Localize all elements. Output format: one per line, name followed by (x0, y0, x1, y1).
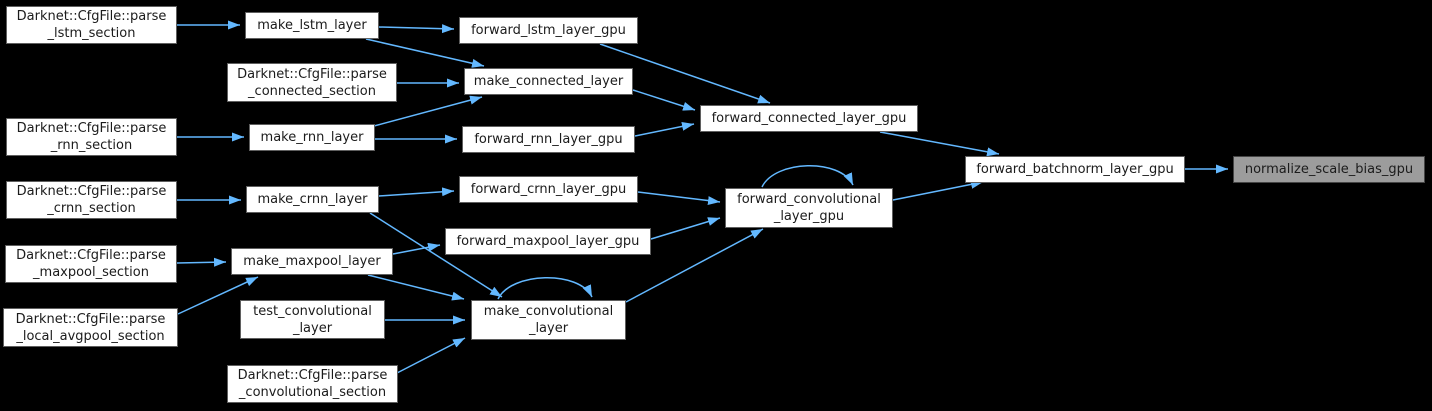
edge-forward_lstm_layer_gpu-to-forward_connected_layer_gpu (599, 43, 771, 104)
node-label-line: Darknet::CfgFile::parse (16, 184, 167, 199)
node-label-line: Darknet::CfgFile::parse (16, 9, 167, 24)
node-label-line: _lstm_section (47, 26, 136, 41)
node-label-line: Darknet::CfgFile::parse (16, 248, 166, 263)
node-make_convolutional_layer[interactable]: make_convolutional _layer (471, 300, 626, 340)
edge-forward_connected_layer_gpu-to-forward_batchnorm_layer_gpu (879, 131, 1000, 157)
node-parse_local_avgpool_section[interactable]: Darknet::CfgFile::parse_local_avgpool_se… (3, 308, 178, 347)
edge-make_convolutional_layer-to-make_convolutional_layer (497, 277, 593, 300)
node-label-line: Darknet::CfgFile::parse (237, 368, 388, 383)
edge-parse_convolutional_section-to-make_convolutional_layer (396, 337, 466, 374)
node-label-line: _rnn_section (50, 138, 133, 153)
node-label-line: normalize_scale_bias_gpu (1244, 162, 1414, 177)
node-test_convolutional_layer[interactable]: test_convolutional_layer (240, 300, 385, 339)
node-parse_rnn_section[interactable]: Darknet::CfgFile::parse_rnn_section (6, 118, 177, 156)
node-label-line: _crnn_section (47, 201, 136, 216)
edge-make_maxpool_layer-to-make_convolutional_layer (367, 274, 465, 301)
edge-make_crnn_layer-to-make_convolutional_layer (369, 212, 503, 298)
node-label-line: forward_crnn_layer_gpu (470, 182, 627, 197)
node-label-line: _maxpool_section (33, 265, 149, 280)
node-make_rnn_layer[interactable]: make_rnn_layer (249, 124, 375, 151)
node-parse_crnn_section[interactable]: Darknet::CfgFile::parse_crnn_section (6, 181, 177, 219)
node-forward_batchnorm_layer_gpu[interactable]: forward_batchnorm_layer_gpu (965, 156, 1185, 183)
edge-make_connected_layer-to-forward_connected_layer_gpu (632, 89, 696, 111)
node-label-line: forward_convolutional (737, 192, 881, 207)
node-make_lstm_layer[interactable]: make_lstm_layer (245, 12, 379, 39)
edge-make_crnn_layer-to-forward_crnn_layer_gpu (378, 187, 455, 197)
node-label-line: _layer (528, 321, 569, 336)
node-make_crnn_layer[interactable]: make_crnn_layer (246, 186, 379, 213)
node-label-line: _local_avgpool_section (16, 328, 165, 344)
node-parse_maxpool_section[interactable]: Darknet::CfgFile::parse_maxpool_section (5, 245, 177, 283)
node-forward_rnn_layer_gpu[interactable]: forward_rnn_layer_gpu (462, 126, 635, 153)
edge-forward_rnn_layer_gpu-to-forward_connected_layer_gpu (634, 121, 695, 137)
node-label-line: make_lstm_layer (257, 18, 367, 33)
node-label-line: _convolutional_section (238, 385, 387, 400)
node-forward_convolutional_layer_gpu[interactable]: forward_convolutional _layer_gpu (725, 188, 893, 228)
edge-parse_maxpool_section-to-make_maxpool_layer (176, 257, 227, 267)
edge-make_rnn_layer-to-make_connected_layer (373, 95, 483, 127)
node-label-line: make_rnn_layer (260, 130, 364, 145)
node-label-line: forward_connected_layer_gpu (711, 111, 907, 126)
edge-group (176, 20, 1228, 374)
node-label-line: make_crnn_layer (257, 192, 368, 207)
node-label-line: Darknet::CfgFile::parse (237, 66, 387, 82)
node-label-line: forward_maxpool_layer_gpu (456, 234, 640, 249)
edge-parse_local_avgpool_section-to-make_maxpool_layer (177, 276, 259, 315)
edge-forward_maxpool_layer_gpu-to-forward_convolutional_layer_gpu (650, 217, 721, 240)
node-make_connected_layer[interactable]: make_connected_layer (464, 68, 633, 95)
edge-forward_convolutional_layer_gpu-to-forward_convolutional_layer_gpu (761, 165, 854, 188)
node-forward_lstm_layer_gpu[interactable]: forward_lstm_layer_gpu (459, 17, 638, 44)
edge-forward_crnn_layer_gpu-to-forward_convolutional_layer_gpu (637, 191, 721, 206)
edge-make_maxpool_layer-to-forward_maxpool_layer_gpu (392, 242, 441, 255)
node-label-line: forward_batchnorm_layer_gpu (976, 162, 1174, 177)
node-label-line: forward_rnn_layer_gpu (474, 132, 623, 147)
node-forward_crnn_layer_gpu[interactable]: forward_crnn_layer_gpu (459, 176, 638, 203)
edge-make_lstm_layer-to-forward_lstm_layer_gpu (378, 24, 455, 34)
node-label-line: Darknet::CfgFile::parse (15, 311, 166, 327)
node-forward_connected_layer_gpu[interactable]: forward_connected_layer_gpu (700, 105, 918, 132)
node-label-line: Darknet::CfgFile::parse (16, 121, 167, 136)
node-label-line: make_connected_layer (473, 74, 624, 89)
edge-make_lstm_layer-to-make_connected_layer (365, 38, 485, 68)
node-label-line: make_convolutional (483, 304, 614, 319)
node-normalize_scale_bias_gpu: normalize_scale_bias_gpu (1233, 156, 1425, 183)
edge-forward_convolutional_layer_gpu-to-forward_batchnorm_layer_gpu (892, 179, 984, 201)
node-label-line: make_maxpool_layer (243, 254, 381, 269)
node-make_maxpool_layer[interactable]: make_maxpool_layer (231, 248, 393, 275)
node-parse_lstm_section[interactable]: Darknet::CfgFile::parse_lstm_section (6, 6, 177, 44)
node-forward_maxpool_layer_gpu[interactable]: forward_maxpool_layer_gpu (445, 228, 651, 255)
node-parse_connected_section[interactable]: Darknet::CfgFile::parse_connected_sectio… (227, 63, 397, 102)
node-label-line: _layer (292, 320, 333, 336)
edge-make_convolutional_layer-to-forward_convolutional_layer_gpu (625, 228, 764, 303)
node-label-line: _layer_gpu (773, 209, 845, 224)
node-label-line: forward_lstm_layer_gpu (471, 23, 626, 38)
node-label-line: test_convolutional (253, 303, 372, 319)
node-label-line: _connected_section (248, 83, 376, 99)
node-parse_convolutional_section[interactable]: Darknet::CfgFile::parse_convolutional_se… (227, 365, 398, 403)
